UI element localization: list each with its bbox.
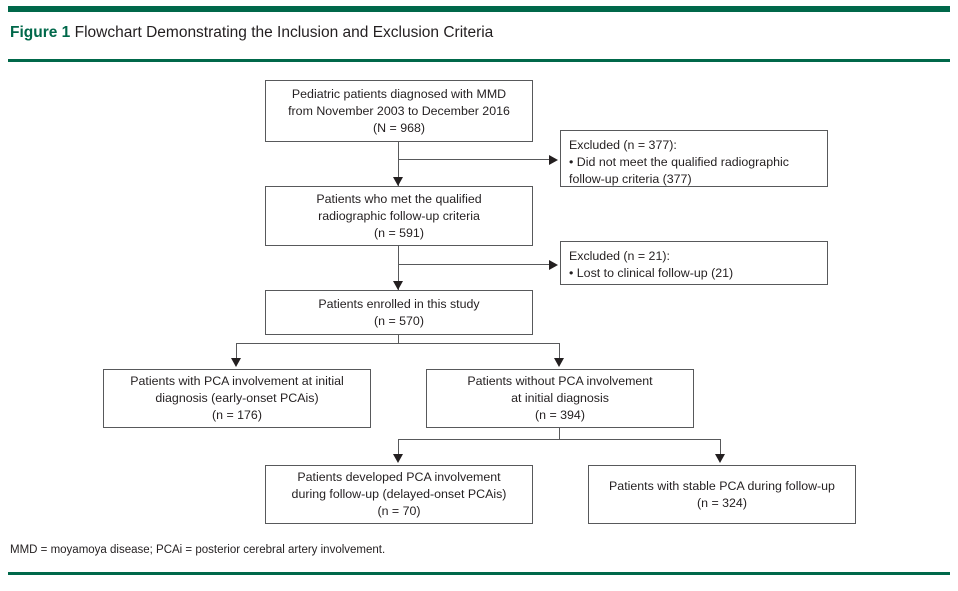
bottom-rule [8, 572, 950, 575]
connector-n2-to-n3-arrowhead [393, 281, 403, 290]
connector-n3-stem [398, 335, 400, 344]
connector-n3-to-n4-arrowhead [231, 358, 241, 367]
connector-n3-to-n5-drop [559, 343, 561, 360]
node-developed-pca: Patients developed PCA involvement durin… [265, 465, 533, 524]
node-met-criteria-text: Patients who met the qualified radiograp… [316, 191, 482, 240]
connector-n3-to-n5-arrowhead [554, 358, 564, 367]
connector-n3-split-bar [236, 343, 560, 345]
node-pediatric-patients-text: Pediatric patients diagnosed with MMD fr… [288, 86, 510, 135]
node-pca-initial-text: Patients with PCA involvement at initial… [130, 374, 344, 422]
node-excluded-lost-followup-text: Excluded (n = 21): • Lost to clinical fo… [569, 249, 734, 280]
node-pediatric-patients: Pediatric patients diagnosed with MMD fr… [265, 80, 533, 142]
connector-n1-to-excluded1-line [398, 159, 550, 161]
node-met-criteria: Patients who met the qualified radiograp… [265, 186, 533, 246]
top-rule [8, 6, 950, 12]
node-pca-initial: Patients with PCA involvement at initial… [103, 369, 371, 428]
connector-n5-to-n7-drop [720, 439, 722, 456]
node-stable-pca-text: Patients with stable PCA during follow-u… [609, 478, 835, 510]
node-excluded-radiographic: Excluded (n = 377): • Did not meet the q… [560, 130, 828, 187]
figure-title-text: Flowchart Demonstrating the Inclusion an… [70, 24, 494, 41]
connector-n5-to-n6-drop [398, 439, 400, 456]
node-excluded-lost-followup: Excluded (n = 21): • Lost to clinical fo… [560, 241, 828, 285]
node-stable-pca: Patients with stable PCA during follow-u… [588, 465, 856, 524]
node-enrolled-text: Patients enrolled in this study (n = 570… [318, 296, 480, 328]
connector-n3-to-n4-drop [236, 343, 238, 360]
connector-n5-to-n6-arrowhead [393, 454, 403, 463]
connector-n1-to-n2-arrowhead [393, 177, 403, 186]
connector-n1-stem [398, 142, 400, 186]
title-divider-rule [8, 59, 950, 62]
connector-n2-to-excluded2-line [398, 264, 550, 266]
figure-label: Figure 1 [10, 24, 71, 41]
figure-title: Figure 1 Flowchart Demonstrating the Inc… [10, 23, 493, 43]
connector-n5-split-bar [398, 439, 721, 441]
node-enrolled: Patients enrolled in this study (n = 570… [265, 290, 533, 335]
node-no-pca-initial: Patients without PCA involvement at init… [426, 369, 694, 428]
connector-n5-stem [559, 428, 561, 440]
figure-footnote: MMD = moyamoya disease; PCAi = posterior… [10, 544, 386, 556]
node-no-pca-initial-text: Patients without PCA involvement at init… [467, 374, 653, 422]
connector-n2-stem [398, 246, 400, 290]
connector-n2-to-excluded2-arrowhead [549, 260, 558, 270]
connector-n5-to-n7-arrowhead [715, 454, 725, 463]
node-developed-pca-text: Patients developed PCA involvement durin… [291, 470, 507, 518]
node-excluded-radiographic-text: Excluded (n = 377): • Did not meet the q… [569, 138, 789, 186]
connector-n1-to-excluded1-arrowhead [549, 155, 558, 165]
